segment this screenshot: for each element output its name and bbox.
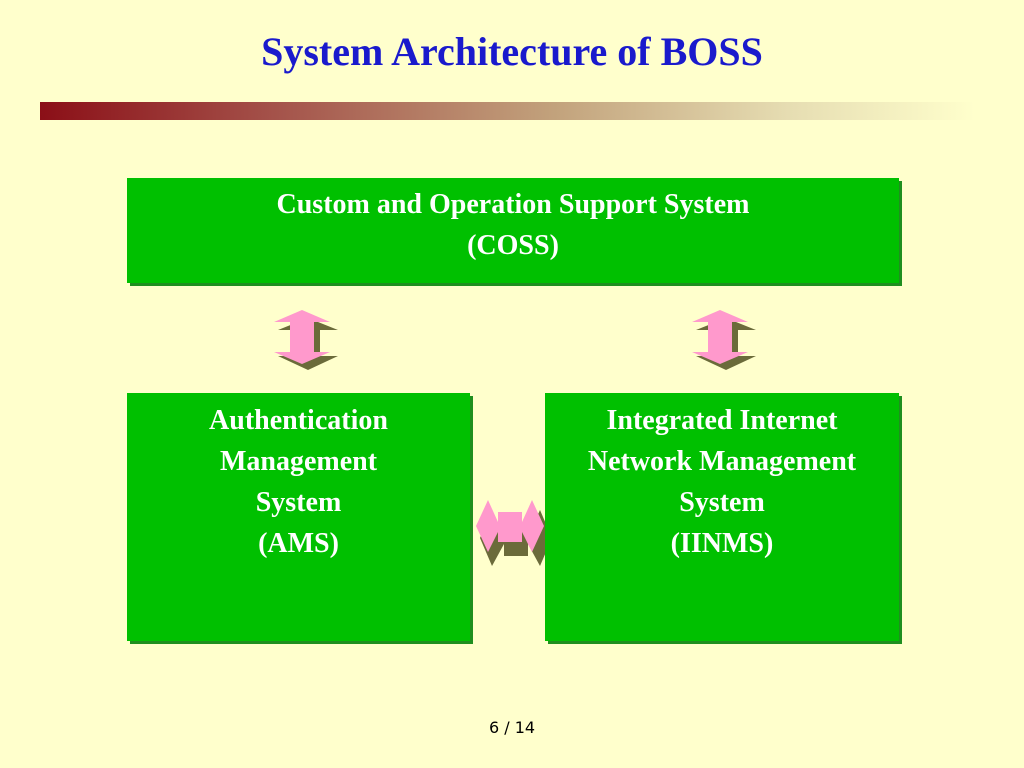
iinms-box: Integrated Internet Network Management S… xyxy=(545,393,899,641)
ams-label-line3: System xyxy=(255,487,342,518)
iinms-label-line2: Network Management xyxy=(587,446,857,477)
coss-iinms-double-arrow xyxy=(692,310,756,370)
ams-box: Authentication Management System (AMS) xyxy=(127,393,470,641)
page-current: 6 xyxy=(488,718,500,737)
slide-title: System Architecture of BOSS xyxy=(261,29,763,74)
iinms-label-line4: (IINMS) xyxy=(670,528,774,559)
ams-label-line1: Authentication xyxy=(209,405,388,436)
title-divider xyxy=(40,102,975,120)
ams-label-line2: Management xyxy=(219,446,378,477)
page-number: 6 / 14 xyxy=(0,718,1024,737)
coss-label-line2: (COSS) xyxy=(467,229,559,261)
coss-label-line1: Custom and Operation Support System xyxy=(276,188,750,220)
coss-ams-double-arrow xyxy=(274,310,338,370)
iinms-label-line3: System xyxy=(679,487,765,518)
iinms-label-line1: Integrated Internet xyxy=(606,405,838,436)
ams-label-line4: (AMS) xyxy=(258,528,339,559)
page-total: 14 xyxy=(514,718,536,737)
page-separator: / xyxy=(504,718,510,737)
ams-iinms-double-arrow xyxy=(476,500,550,566)
coss-box: Custom and Operation Support System (COS… xyxy=(127,178,899,283)
